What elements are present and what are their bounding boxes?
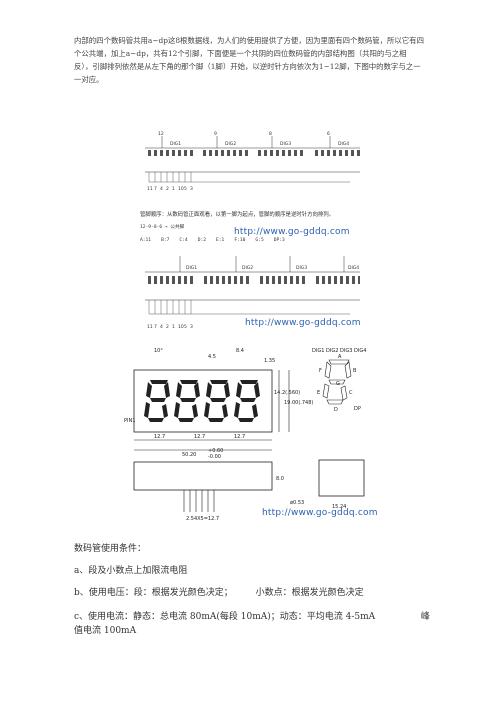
pin-label: 4 [160,324,163,330]
pin-label: 5 [184,324,187,330]
dimension-label: 12.7 [194,434,205,440]
segment-label: F [319,368,322,374]
pin-label: 11 [147,186,153,192]
segment-map-item: B:7 [161,238,170,243]
condition-a: a、段及小数点上加限流电阻 [74,566,188,576]
condition-b: b、使用电压：段：根据发光颜色决定； 小数点：根据发光颜色决定 [74,588,364,598]
intro-paragraph: 内部的四个数码管共用a~dp这8根数据线，为人们的使用提供了方便，因为里面有四个… [74,36,424,84]
top-pin-label: 8 [269,131,272,137]
segment-label: DP [354,406,361,412]
digit-header-label: DIG2 [326,348,338,354]
dimension-label: 2.54X5=12.7 [186,516,219,522]
dimension-label: 50.20 [182,452,196,458]
pin-label: 7 [154,186,157,192]
segment-label: A [338,354,342,360]
segment-map-item: G:5 [255,238,264,243]
dimension-label: 19.00(.748) [284,400,313,406]
watermark-url: http://www.go-gddq.com [245,318,361,328]
pin-order-caption: 管脚顺序：从数码管正面观看，以第一脚为起点，管脚的顺序是逆时针方向排列。 [140,212,335,218]
segment-map-item: E:1 [216,238,225,243]
segment-label: E [317,390,320,396]
watermark-url: http://www.go-gddq.com [234,227,350,237]
condition-c: c、使用电流：静态：总电流 80mA(每段 10mA)；动态：平均电流 4-5m… [74,612,430,636]
dimension-label: +0.60 [208,448,223,454]
digit-header-label: DIG4 [354,348,366,354]
pin-label: 10 [178,186,184,192]
pin-label: 3 [190,324,193,330]
digit-label: DIG1 [170,141,181,147]
segment-label: D [334,407,338,413]
digit-label: DIG2 [225,141,236,147]
dimension-label: 4.5 [208,354,216,360]
digit-label: DIG1 [186,265,197,271]
watermark-url: http://www.go-gddq.com [262,508,378,518]
pin-label: 5 [184,186,187,192]
top-pin-label: 9 [214,131,217,137]
dimension-label: ø0.53 [290,500,304,506]
segment-label: C [349,390,353,396]
digit-header-label: DIG1 [312,348,324,354]
dimension-label: 10° [154,348,163,354]
pin-label: 7 [154,324,157,330]
pin1-label: PIN1 [124,418,135,424]
dimension-label: 12.7 [234,434,245,440]
segment-map-item: D:2 [197,238,207,243]
top-pin-label: 12 [158,131,164,137]
pin-label: 1 [172,186,175,192]
dimension-label: 15.24 [332,504,346,510]
dimension-label: 8.0 [276,476,284,482]
common-pin-mapping: 12-9-8-6 → 公共脚 [140,225,185,230]
pin-label: 1 [172,324,175,330]
digit-label: DIG2 [242,265,253,271]
segment-label: G [336,381,340,387]
section-title: 数码管使用条件： [74,544,147,554]
structure-diagram-1: 12 9 8 6 DIG1 DIG2 DIG3 DIG4 11 7 4 2 1 … [140,130,364,192]
dimension-label: 14.2(.560) [274,390,300,396]
dimension-label: 1.35 [264,358,275,364]
dimension-label: -0.00 [208,454,221,460]
dimension-label: 8.4 [236,348,244,354]
segment-label: B [353,368,357,374]
segment-map-item: A:11 [140,238,152,243]
dimension-drawing: 10° 4.5 8.4 1.35 14.2(.560) 19.00(.748) … [124,340,374,522]
pin-label: 10 [178,324,184,330]
top-pin-label: 6 [327,131,330,137]
structure-diagram-2: DIG1 DIG2 DIG3 DIG4 11 7 4 2 1 10 5 3 [140,252,364,332]
pin-label: 3 [190,186,193,192]
pin-label: 11 [147,324,153,330]
pin-label: 4 [160,186,163,192]
digit-label: DIG3 [280,141,291,147]
segment-mapping: A:11 B:7 C:4 D:2 E:1 F:10 G:5 DP:3 [140,238,340,243]
pin-label: 2 [166,324,169,330]
segment-map-item: F:10 [234,238,246,243]
segment-map-item: DP:3 [273,238,285,243]
pin-label: 2 [166,186,169,192]
digit-header-label: DIG3 [340,348,352,354]
segment-map-item: C:4 [179,238,188,243]
digit-label: DIG4 [348,265,359,271]
digit-label: DIG3 [296,265,307,271]
digit-label: DIG4 [338,141,349,147]
dimension-label: 12.7 [154,434,165,440]
